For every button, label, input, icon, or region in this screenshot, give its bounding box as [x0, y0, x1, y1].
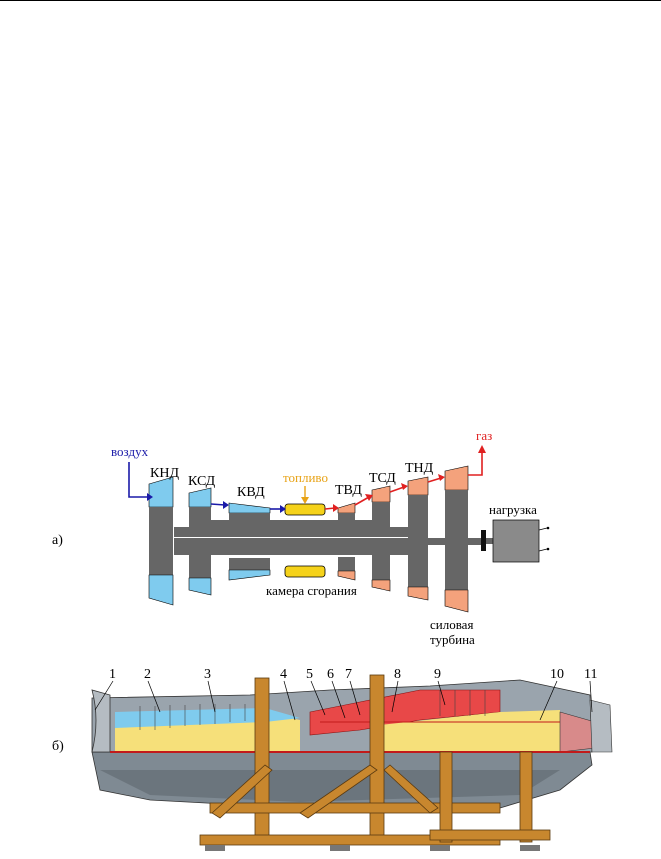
combustor-label: камера сгорания: [266, 583, 357, 598]
tsd-blade-bottom: [371, 579, 391, 592]
gas-arrow-tsd-tnd: [389, 486, 405, 493]
gas-outlet-arrow: [468, 451, 483, 476]
gas-label: газ: [476, 428, 492, 443]
load-terminal-top: [538, 527, 548, 531]
ksd-label: КСД: [188, 474, 216, 489]
compressor-flowpath: [115, 708, 300, 728]
callout-5: 5: [306, 667, 313, 682]
tvd-disk-low: [338, 557, 355, 571]
gas-arrowhead-combustor-tvd: [333, 504, 339, 512]
blade-stripes: [139, 690, 486, 730]
callout-7: 7: [345, 667, 352, 682]
gas-arrow-tnd-power: [427, 477, 442, 483]
callout-11: 11: [584, 667, 597, 682]
air-label: воздух: [111, 444, 149, 459]
ksd-blade-bottom: [188, 577, 212, 596]
callout-9: 9: [434, 667, 441, 682]
air-inlet-arrow: [128, 462, 147, 498]
tvd-disk: [338, 513, 355, 527]
page-top-rule: [0, 0, 661, 1]
tsd-disk: [372, 502, 390, 527]
ksd-disk-low: [189, 553, 211, 578]
tnd-label: ТНД: [405, 461, 434, 476]
figure-a-label: а): [52, 533, 63, 548]
power-turbine-disk: [445, 490, 468, 590]
combustor-bottom: [284, 565, 326, 578]
shaft-center: [174, 538, 484, 545]
gas-arrowhead-tnd-power: [438, 474, 445, 481]
tnd-disk: [408, 495, 428, 587]
inlet-bellmouth: [91, 689, 111, 753]
power-turbine-label-1: силовая: [430, 617, 473, 632]
load-label: нагрузка: [489, 502, 537, 517]
tsd-disk-low: [372, 555, 390, 580]
load-shaft: [468, 538, 493, 544]
callout-4: 4: [280, 667, 287, 682]
callout-10: 10: [550, 667, 564, 682]
knd-label: КНД: [150, 466, 179, 481]
air-arrowhead-ksd-kvd: [223, 501, 229, 509]
kvd-disk-low: [229, 558, 270, 570]
shaft-outer-lower: [174, 545, 414, 555]
gas-arrow-tvd-tsd: [354, 496, 370, 506]
air-arrowhead-kvd-combustor: [280, 505, 286, 513]
coupling: [481, 530, 486, 551]
load-terminal-bottom-dot: [546, 547, 550, 551]
load-terminal-top-dot: [546, 526, 550, 530]
fuel-arrowhead: [301, 497, 309, 504]
gas-arrowhead-tvd-tsd: [365, 494, 373, 501]
callout-numbers: 1 2 3 4 5 6 7 8 9 10 11: [109, 667, 597, 682]
knd-disk: [149, 507, 173, 575]
knd-blade-bottom: [148, 574, 174, 606]
load-terminal-bottom: [538, 548, 548, 552]
callout-8: 8: [394, 667, 401, 682]
tvd-blade-bottom: [337, 570, 356, 581]
kvd-label: КВД: [237, 485, 265, 500]
exhaust-nozzle: [589, 699, 613, 753]
tnd-blade-bottom: [407, 586, 429, 601]
power-turbine-blade-bottom: [444, 589, 469, 613]
turbine-cavity: [380, 710, 560, 752]
ksd-disk: [189, 507, 211, 532]
test-stand: [199, 674, 551, 846]
figure-b-label: б): [52, 739, 64, 754]
kvd-blade-bottom: [228, 569, 271, 581]
tvd-label: ТВД: [335, 483, 362, 498]
callout-1: 1: [109, 667, 116, 682]
callout-2: 2: [144, 667, 151, 682]
power-turbine-label-2: турбина: [430, 632, 475, 647]
tsd-label: ТСД: [369, 471, 396, 486]
kvd-disk: [229, 513, 270, 525]
gas-arrowhead-tsd-tnd: [401, 483, 408, 490]
callout-3: 3: [204, 667, 211, 682]
load-box: [492, 519, 540, 563]
stand-feet: [205, 845, 540, 851]
shaft-mid-upper: [200, 520, 380, 527]
shaft-outer-upper: [174, 527, 414, 537]
air-arrow-ksd-kvd: [210, 503, 226, 506]
gas-outlet-arrowhead: [478, 445, 486, 453]
air-inlet-arrowhead: [147, 493, 153, 501]
callout-6: 6: [327, 667, 334, 682]
fuel-label: топливо: [283, 470, 328, 485]
callout-leaders: [94, 680, 593, 721]
